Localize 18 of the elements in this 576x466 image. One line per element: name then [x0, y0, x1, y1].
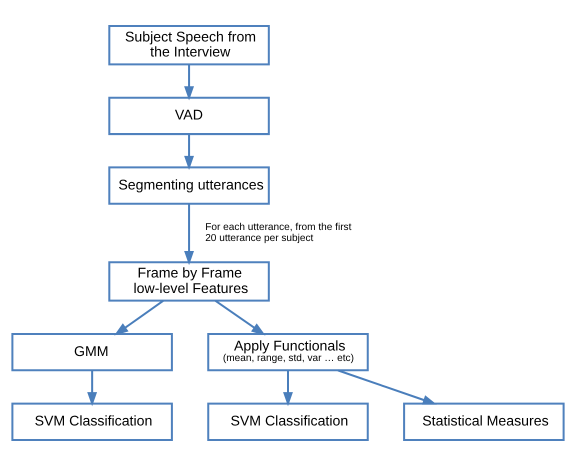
node-box: SVM Classification: [207, 402, 369, 441]
arrow: [283, 370, 293, 406]
node-box: Segmenting utterances: [108, 166, 270, 205]
node-box: Statistical Measures: [403, 402, 565, 441]
node-box: VAD: [108, 96, 270, 136]
arrow: [184, 204, 194, 266]
edge-label: For each utterance, from the first 20 utterance per subject: [205, 222, 352, 244]
arrow: [184, 64, 194, 100]
arrow: [184, 134, 194, 170]
node-box: Subject Speech from the Interview: [108, 25, 270, 66]
node-box: GMM: [11, 332, 173, 372]
node-box: Frame by Frame low-level Features: [108, 261, 270, 302]
node-box: SVM Classification: [11, 402, 173, 441]
arrow: [114, 300, 164, 336]
node-box: Apply Functionals (mean, range, std, var … etc): [207, 332, 369, 372]
arrow: [338, 369, 437, 405]
arrow: [214, 300, 266, 336]
arrow: [87, 370, 98, 406]
